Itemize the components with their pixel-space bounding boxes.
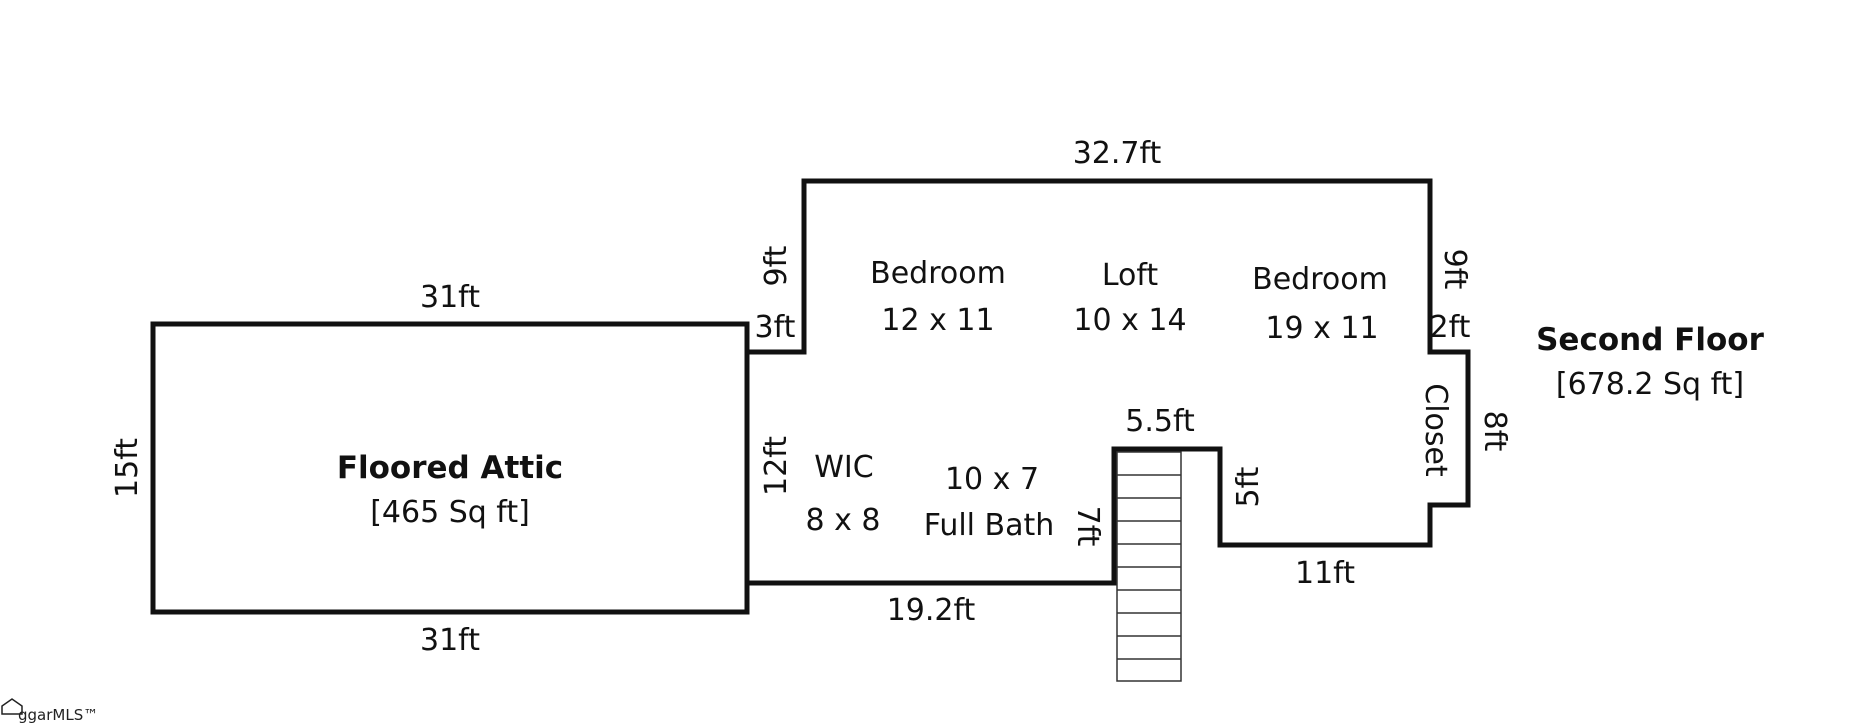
dim-stair-top: 5.5ft (1125, 404, 1195, 439)
closet-name: Closet (1418, 383, 1453, 477)
house-icon (1, 698, 23, 715)
bedroom1-name: Bedroom (870, 256, 1006, 291)
dim-step-left: 3ft (755, 310, 796, 345)
loft-size: 10 x 14 (1073, 303, 1186, 338)
dim-bottom-left: 19.2ft (887, 593, 976, 628)
dim-right-lower: 8ft (1477, 411, 1512, 452)
dim-step-right: 2ft (1430, 310, 1471, 345)
mls-logo: ggarMLS™ (1, 698, 98, 724)
wic-name: WIC (814, 450, 873, 485)
attic-outline (150, 321, 750, 615)
bedroom2-name: Bedroom (1252, 262, 1388, 297)
mls-logo-text: ggarMLS™ (18, 706, 98, 724)
dim-left-lower: 12ft (759, 436, 794, 496)
second-floor-outline (747, 178, 1471, 586)
attic-dim-top: 31ft (420, 280, 480, 315)
bedroom2-size: 19 x 11 (1265, 311, 1378, 346)
attic-dim-left: 15ft (110, 438, 145, 498)
attic-dim-bottom: 31ft (420, 623, 480, 658)
bath-size: 10 x 7 (945, 462, 1039, 497)
dim-bottom-right: 11ft (1295, 556, 1355, 591)
bath-name: Full Bath (924, 508, 1055, 543)
wic-size: 8 x 8 (806, 503, 881, 538)
dim-top: 32.7ft (1073, 136, 1162, 171)
loft-name: Loft (1102, 258, 1159, 293)
staircase (1116, 451, 1182, 682)
attic-title: Floored Attic (337, 450, 563, 486)
second-floor-area: [678.2 Sq ft] (1556, 367, 1744, 402)
dim-stair-right: 5ft (1231, 466, 1266, 507)
second-floor-title: Second Floor (1536, 322, 1764, 358)
bedroom1-size: 12 x 11 (881, 303, 994, 338)
attic-area: [465 Sq ft] (370, 495, 530, 530)
dim-right-upper: 9ft (1437, 249, 1472, 290)
dim-stair-left: 7ft (1070, 506, 1105, 547)
dim-left-upper: 9ft (759, 245, 794, 286)
